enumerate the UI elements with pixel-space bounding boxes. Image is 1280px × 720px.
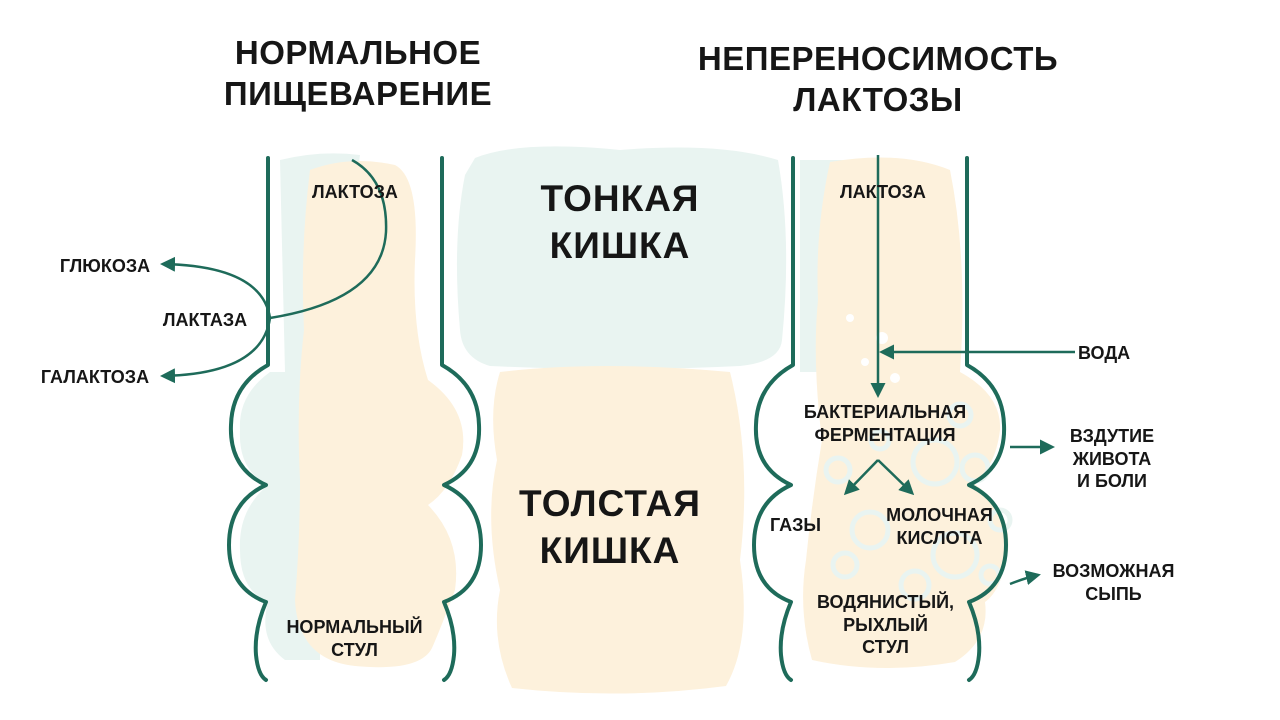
- intolerance-left-wall: [752, 156, 795, 682]
- intolerance-arrows: [843, 155, 1075, 586]
- water-label: ВОДА: [1078, 343, 1131, 363]
- lactic-acid-label: МОЛОЧНАЯ КИСЛОТА: [886, 505, 993, 548]
- label-small-intestine: ТОНКАЯ КИШКА: [540, 178, 700, 266]
- bubble: [946, 401, 974, 429]
- normal-lumen-fill: [295, 161, 464, 668]
- bubble: [849, 509, 891, 551]
- bubble: [846, 314, 854, 322]
- gases-label: ГАЗЫ: [770, 515, 821, 535]
- large-intestine-legend-blob: [491, 366, 745, 694]
- intolerance-intestine-outline: [752, 156, 1008, 682]
- intolerance-lactose-label: ЛАКТОЗА: [840, 182, 926, 202]
- glucose-label: ГЛЮКОЗА: [59, 256, 151, 276]
- normal-stool-label: НОРМАЛЬНЫЙ СТУЛ: [286, 617, 423, 660]
- bubble: [868, 428, 892, 452]
- intolerance-stool-label: ВОДЯНИСТЫЙ, РЫХЛЫЙ СТУЛ: [816, 592, 955, 657]
- intolerance-right-wall: [965, 156, 1008, 682]
- fermentation-label: БАКТЕРИАЛЬНАЯ ФЕРМЕНТАЦИЯ: [803, 402, 967, 445]
- small-intestine-legend-blob: [456, 146, 787, 369]
- title-normal-digestion: НОРМАЛЬНОЕ ПИЩЕВАРЕНИЕ: [223, 34, 493, 113]
- bubble: [930, 530, 980, 580]
- normal-lactose-label: ЛАКТОЗА: [312, 182, 398, 202]
- label-large-intestine: ТОЛСТАЯ КИШКА: [519, 483, 701, 571]
- lactic-acid-arrow: [877, 459, 915, 496]
- bubble: [910, 437, 960, 487]
- galactose-label: ГАЛАКТОЗА: [40, 367, 150, 387]
- normal-right-wall: [440, 156, 483, 682]
- glucose-arrow: [160, 256, 272, 319]
- rash-label: ВОЗМОЖНАЯ СЫПЬ: [1052, 561, 1175, 604]
- galactose-arrow: [160, 317, 272, 384]
- normal-intestine-outline: [227, 156, 483, 682]
- bubble: [890, 373, 900, 383]
- title-lactose-intolerance: НЕПЕРЕНОСИМОСТЬ ЛАКТОЗЫ: [697, 40, 1059, 119]
- bubble: [830, 550, 860, 580]
- bloating-label: ВЗДУТИЕ ЖИВОТА И БОЛИ: [1069, 426, 1155, 491]
- normal-left-wall: [227, 156, 270, 682]
- lactose-breakdown-curve: [269, 158, 388, 320]
- bubble: [987, 507, 1013, 533]
- lactase-label: ЛАКТАЗА: [162, 310, 248, 330]
- bubble: [823, 455, 853, 485]
- gases-arrow: [843, 459, 879, 496]
- normal-arrows: [160, 158, 388, 384]
- bubble: [861, 358, 869, 366]
- rash-arrow: [1009, 570, 1041, 586]
- bubble: [898, 568, 932, 602]
